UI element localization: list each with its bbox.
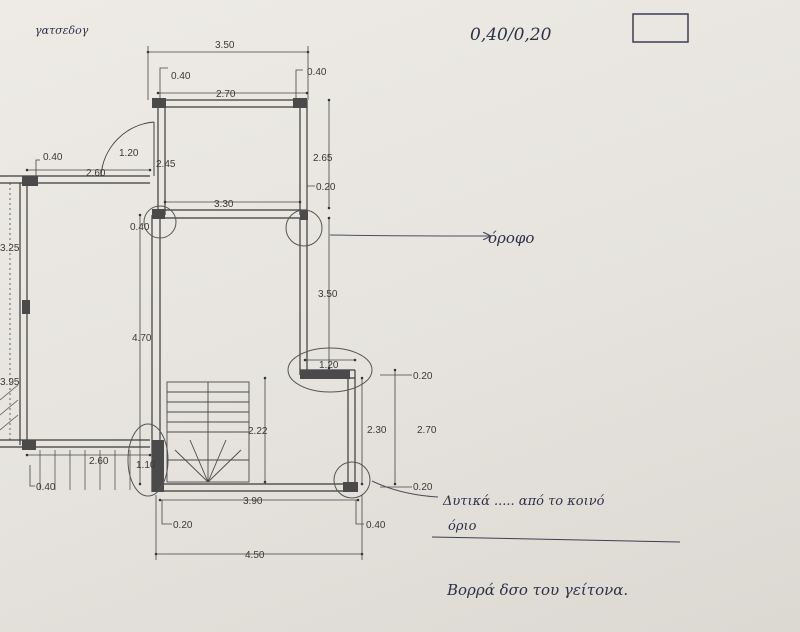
dimension-labels: 3.50 0.40 0.40 2.70 1.20 2.45 2.65 0.20 … xyxy=(0,40,437,561)
dim-top-inner: 2.70 xyxy=(216,89,236,100)
dim-right-wall-mid: 3.50 xyxy=(318,289,338,300)
roof-arrow xyxy=(329,235,490,236)
dim-mid-col: 0.40 xyxy=(130,222,150,233)
dim-col-tl: 0.40 xyxy=(171,71,191,82)
column-left-mid xyxy=(22,300,30,314)
dim-bottom-left-inner: 2.60 xyxy=(89,456,109,467)
column-step xyxy=(300,370,350,379)
columns xyxy=(22,98,358,492)
column-stair xyxy=(152,440,164,492)
dim-right-lower: 2.30 xyxy=(367,425,387,436)
column-mid-left xyxy=(152,209,165,219)
dim-step-col: 0.20 xyxy=(413,371,433,382)
dim-bottom-col-left: 0.20 xyxy=(173,520,193,531)
dim-right-wall-upper: 2.65 xyxy=(313,153,333,164)
dim-stair-col: 1.10 xyxy=(136,460,156,471)
door-swing xyxy=(100,121,155,177)
dim-door-width: 1.20 xyxy=(119,148,139,159)
column-top-left xyxy=(152,98,166,108)
dim-col-tr: 0.40 xyxy=(307,67,327,78)
dim-left-col: 0.40 xyxy=(43,152,63,163)
north-note: Βορρά δσο του γείτονα. xyxy=(446,581,628,599)
west-note-line2: όριο xyxy=(448,519,477,534)
dim-right-total: 2.70 xyxy=(417,425,437,436)
handwritten-notes: γατσεδογ 0,40/0,20 όροφο Δυτικά ..... απ… xyxy=(35,13,689,599)
left-steps xyxy=(0,384,131,490)
dim-bottom-right-col: 0.20 xyxy=(413,482,433,493)
dim-step-width: 1.20 xyxy=(319,360,339,371)
column-size-box xyxy=(632,13,689,43)
column-left-top xyxy=(22,176,38,186)
dim-top-overall: 3.50 xyxy=(215,40,235,51)
dim-mid-inner: 3.30 xyxy=(214,199,234,210)
dim-left-edge-bottom: 3.95 xyxy=(0,377,20,388)
dim-inner-height: 4.70 xyxy=(132,333,152,344)
west-note: Δυτικά ..... από το κοινό xyxy=(442,494,605,509)
dim-bottom-left-col: 0.40 xyxy=(36,482,56,493)
dim-left-edge-top: 3.25 xyxy=(0,243,20,254)
column-left-bottom xyxy=(22,440,36,450)
column-top-right xyxy=(293,98,307,108)
column-size-note: 0,40/0,20 xyxy=(470,25,552,45)
dim-bottom-overall: 4.50 xyxy=(245,550,265,561)
dim-bottom-col-right: 0.40 xyxy=(366,520,386,531)
pencil-marks xyxy=(127,205,373,499)
dim-bottom-inner: 3.90 xyxy=(243,496,263,507)
west-leader xyxy=(371,480,439,498)
corner-scribble: γατσεδογ xyxy=(35,24,89,37)
dim-left-inner: 2.60 xyxy=(86,168,106,179)
staircase xyxy=(166,381,250,483)
dim-col-right-mid: 0.20 xyxy=(316,182,336,193)
roof-note: όροφο xyxy=(488,229,534,247)
dim-left-wall: 2.45 xyxy=(156,159,176,170)
dim-stair-height: 2.22 xyxy=(248,426,268,437)
west-underline xyxy=(431,536,681,543)
dimension-lines xyxy=(9,46,412,560)
column-mid-right xyxy=(300,210,308,220)
column-bottom-right xyxy=(343,482,358,492)
